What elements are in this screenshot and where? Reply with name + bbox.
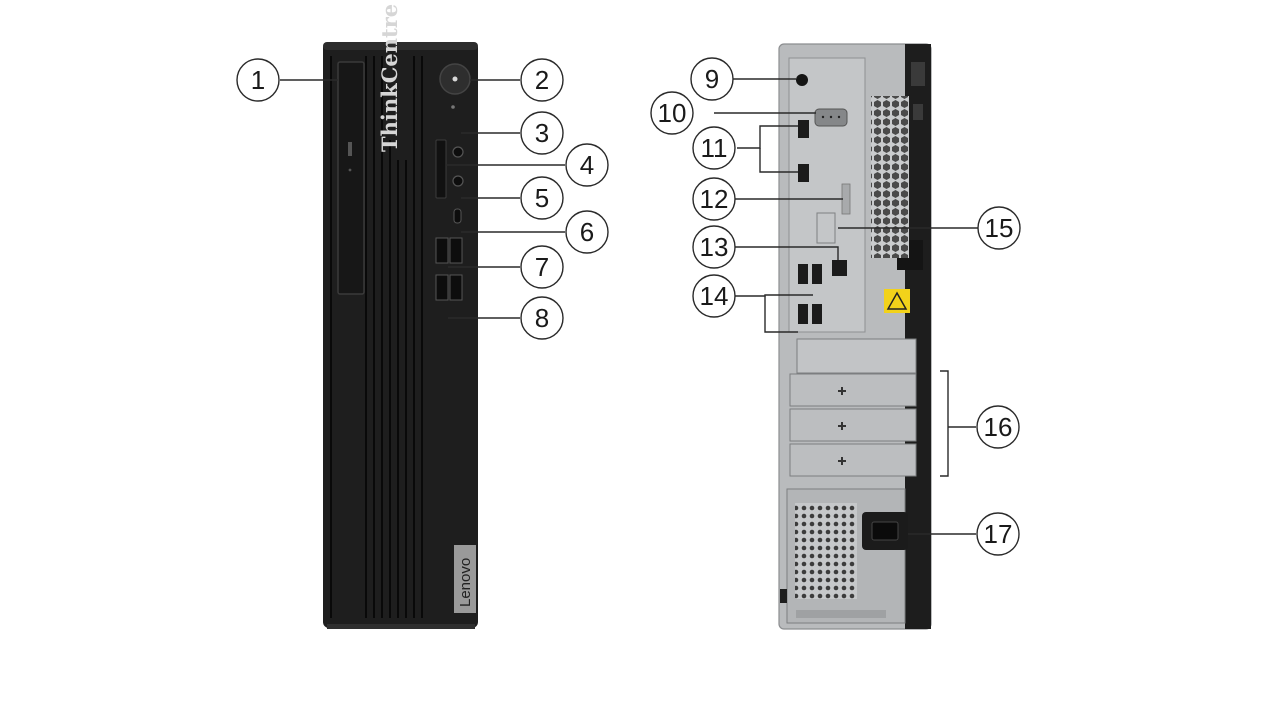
activity-led (451, 105, 455, 109)
front-brand-text: ThinkCentre (377, 4, 402, 152)
svg-text:8: 8 (535, 303, 549, 333)
card-reader-slot[interactable] (435, 139, 447, 199)
microphone-jack[interactable] (452, 175, 464, 187)
optical-eject-button[interactable] (348, 142, 352, 156)
front-usb-a-ports-lower[interactable] (435, 274, 463, 301)
front-usb-a-ports-upper[interactable] (435, 237, 463, 264)
callout-3: 3 (520, 111, 564, 155)
psu-fan-vents (795, 503, 857, 599)
lenovo-badge-text: Lenovo (457, 558, 474, 607)
svg-text:14: 14 (700, 281, 729, 311)
svg-text:3: 3 (535, 118, 549, 148)
svg-text:1: 1 (251, 65, 265, 95)
lenovo-badge (454, 545, 476, 613)
svg-text:16: 16 (984, 412, 1013, 442)
svg-text:5: 5 (535, 183, 549, 213)
svg-text:17: 17 (984, 519, 1013, 549)
callout-6: 6 (565, 210, 609, 254)
callout-14: 14 (692, 274, 736, 318)
rear-view (778, 43, 932, 630)
callout-leaders (280, 78, 978, 535)
callout-8: 8 (520, 296, 564, 340)
front-grille (330, 56, 423, 618)
svg-text:15: 15 (985, 213, 1014, 243)
svg-text:7: 7 (535, 252, 549, 282)
callout-2: 2 (520, 58, 564, 102)
svg-text:13: 13 (700, 232, 729, 262)
svg-text:12: 12 (700, 184, 729, 214)
callout-15: 15 (977, 206, 1021, 250)
callout-17: 17 (976, 512, 1020, 556)
svg-text:11: 11 (701, 133, 728, 163)
callout-10: 10 (650, 91, 694, 135)
callout-11: 11 (692, 126, 736, 170)
callout-16: 16 (976, 405, 1020, 449)
callout-12: 12 (692, 177, 736, 221)
optical-drive-bay (337, 61, 365, 295)
front-usb-c-port[interactable] (453, 208, 462, 224)
displayport-2[interactable] (798, 164, 809, 182)
svg-text:2: 2 (535, 65, 549, 95)
callout-1: 1 (236, 58, 280, 102)
ethernet-port[interactable] (832, 260, 847, 276)
callout-13: 13 (692, 225, 736, 269)
antenna-slot (841, 183, 851, 215)
svg-text:4: 4 (580, 150, 594, 180)
front-view: ThinkCentre Lenovo (323, 4, 478, 629)
svg-text:10: 10 (658, 98, 687, 128)
headset-jack[interactable] (452, 146, 464, 158)
expansion-slots (789, 338, 917, 477)
io-plate (788, 57, 866, 333)
svg-text:9: 9 (705, 64, 719, 94)
callout-9: 9 (690, 57, 734, 101)
optional-module-area (816, 212, 836, 244)
displayport-1[interactable] (798, 120, 809, 138)
rear-vent-column (871, 96, 909, 258)
rear-usb-ports[interactable] (798, 264, 822, 324)
rear-audio-jack[interactable] (796, 74, 808, 86)
callout-7: 7 (520, 245, 564, 289)
svg-text:6: 6 (580, 217, 594, 247)
callout-5: 5 (520, 176, 564, 220)
callout-4: 4 (565, 143, 609, 187)
